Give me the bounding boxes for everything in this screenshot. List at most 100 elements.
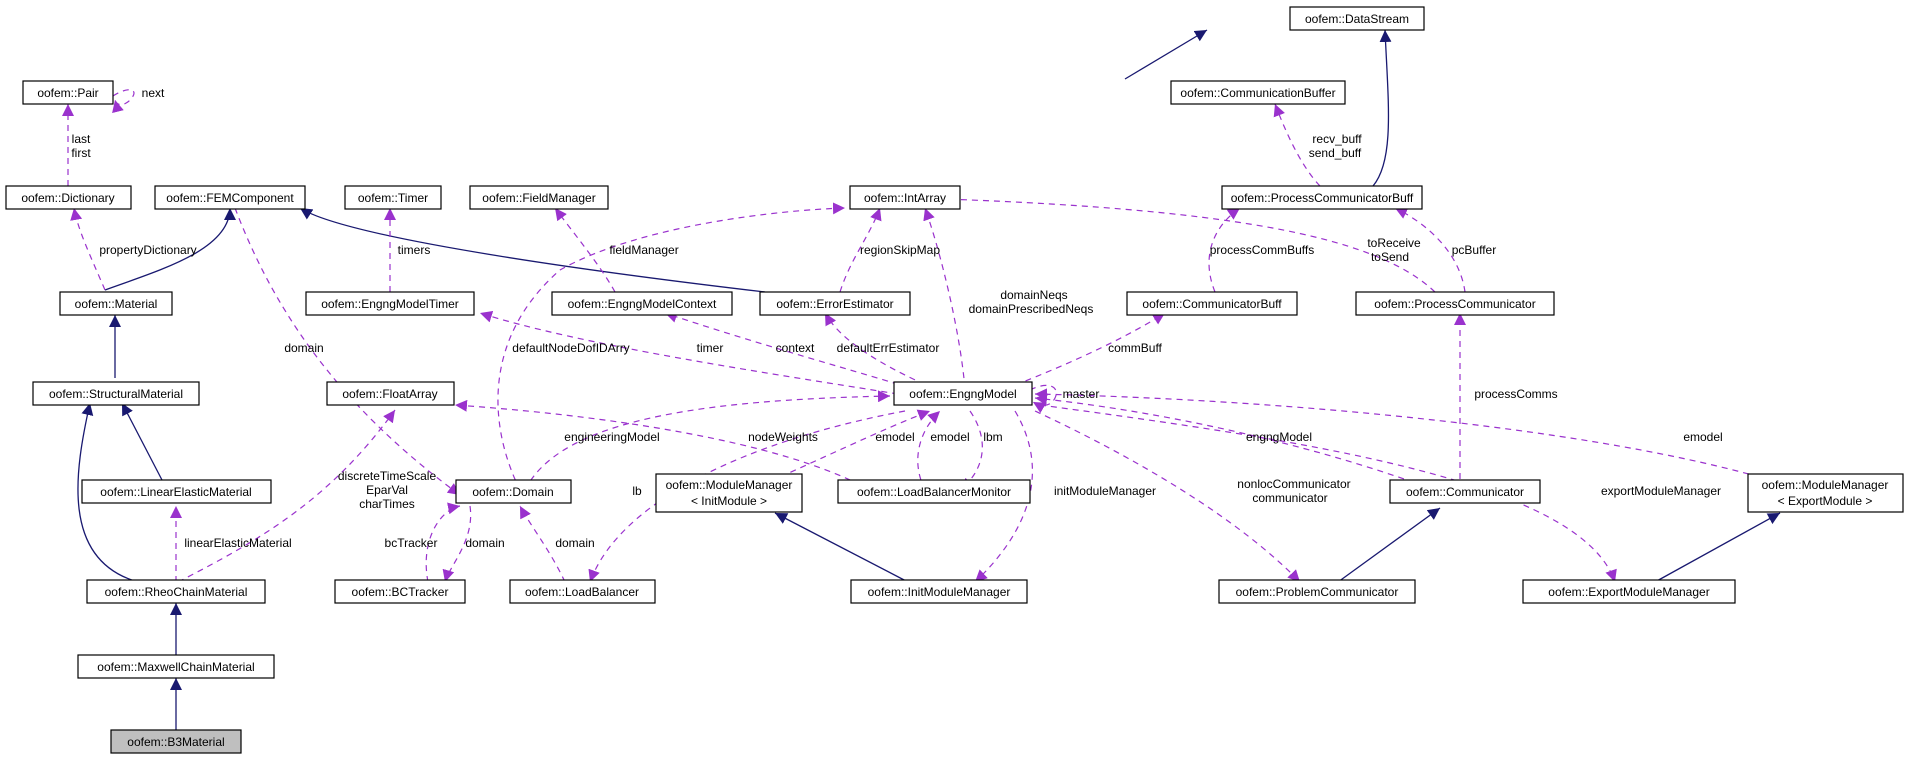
- label-export-module-manager: exportModuleManager: [1601, 484, 1721, 498]
- svg-text:oofem::RheoChainMaterial: oofem::RheoChainMaterial: [105, 585, 248, 599]
- node-domain[interactable]: oofem::Domain: [455, 479, 572, 504]
- label-timers: timers: [398, 243, 431, 257]
- node-fieldmanager[interactable]: oofem::FieldManager: [469, 185, 609, 210]
- label-discrete-time-scale: discreteTimeScale: [338, 469, 437, 483]
- svg-text:oofem::IntArray: oofem::IntArray: [864, 191, 946, 205]
- node-loadbalancermonitor[interactable]: oofem::LoadBalancerMonitor: [837, 479, 1031, 504]
- label-to-send: toSend: [1371, 250, 1409, 264]
- edge-exportmm-to-modulemanager: [1654, 512, 1781, 583]
- node-intarray[interactable]: oofem::IntArray: [849, 185, 961, 210]
- label-to-receive: toReceive: [1367, 236, 1421, 250]
- edge-domain-to-engng: [524, 390, 891, 491]
- node-problemcommunicator[interactable]: oofem::ProblemCommunicator: [1218, 579, 1416, 604]
- edge-labels: next last first propertyDictionary timer…: [71, 86, 1722, 550]
- svg-text:oofem::B3Material: oofem::B3Material: [127, 735, 224, 749]
- label-comm-buff: commBuff: [1108, 341, 1162, 355]
- node-engngmodeltimer[interactable]: oofem::EngngModelTimer: [305, 291, 475, 316]
- edge-pair-next: [112, 89, 135, 114]
- svg-text:oofem::FloatArray: oofem::FloatArray: [342, 387, 437, 401]
- node-floatarray[interactable]: oofem::FloatArray: [326, 381, 455, 406]
- svg-text:oofem::BCTracker: oofem::BCTracker: [352, 585, 449, 599]
- label-field-manager: fieldManager: [609, 243, 678, 257]
- svg-text:oofem::CommunicatorBuff: oofem::CommunicatorBuff: [1142, 297, 1282, 311]
- label-lb: lb: [632, 484, 642, 498]
- edge-processcomm-to-intarray: [944, 193, 1436, 293]
- node-femcomponent[interactable]: oofem::FEMComponent: [154, 185, 306, 210]
- node-exportmodulemanager[interactable]: oofem::ExportModuleManager: [1522, 579, 1736, 604]
- svg-text:oofem::Dictionary: oofem::Dictionary: [21, 191, 114, 205]
- node-material[interactable]: oofem::Material: [59, 291, 173, 316]
- svg-text:oofem::EngngModel: oofem::EngngModel: [909, 387, 1016, 401]
- label-last: last: [72, 132, 91, 146]
- node-initmodulemanager[interactable]: oofem::InitModuleManager: [850, 579, 1028, 604]
- edge-material-to-femcomponent: [104, 207, 236, 291]
- edge-exportmmtpl-to-engng: [1034, 388, 1771, 481]
- label-process-comms: processComms: [1474, 387, 1557, 401]
- node-linearelasticmaterial[interactable]: oofem::LinearElasticMaterial: [81, 479, 272, 504]
- label-domain-lb: domain: [555, 536, 594, 550]
- edge-domain-to-intarray: [497, 202, 846, 491]
- node-b3material[interactable]: oofem::B3Material: [110, 729, 242, 754]
- edge-rheochain-to-structural: [77, 402, 139, 583]
- node-engngmodelcontext[interactable]: oofem::EngngModelContext: [551, 291, 733, 316]
- edge-commbuffer-to-datastream: [1124, 29, 1208, 80]
- label-master: master: [1063, 387, 1100, 401]
- edge-communicatorbuff-to-pcbuff: [1208, 207, 1241, 293]
- label-engng-model: engngModel: [1246, 430, 1312, 444]
- svg-text:oofem::InitModuleManager: oofem::InitModuleManager: [868, 585, 1011, 599]
- edge-bctracker-to-domain: [425, 502, 461, 583]
- edge-linelastic-to-structural: [121, 402, 163, 481]
- node-datastream[interactable]: oofem::DataStream: [1289, 6, 1425, 31]
- edge-processcommbuff-to-datastream: [1372, 29, 1392, 187]
- label-first: first: [71, 146, 91, 160]
- edge-engng-to-problemcomm: [1034, 410, 1301, 583]
- label-char-times: charTimes: [359, 497, 415, 511]
- label-send-buff: send_buff: [1309, 146, 1362, 160]
- edge-material-to-dictionary: [70, 207, 106, 291]
- edge-engng-to-lbm: [959, 410, 983, 491]
- node-errorestimator[interactable]: oofem::ErrorEstimator: [759, 291, 911, 316]
- edge-rheochain-to-floatarray: [177, 409, 396, 583]
- node-rheochainmaterial[interactable]: oofem::RheoChainMaterial: [86, 579, 266, 604]
- label-node-weights: nodeWeights: [748, 430, 818, 444]
- nodes: oofem::DataStream oofem::CommunicationBu…: [5, 6, 1904, 754]
- node-communicator[interactable]: oofem::Communicator: [1389, 479, 1541, 504]
- node-modulemanager-initmodule[interactable]: oofem::ModuleManager < InitModule >: [655, 473, 803, 513]
- node-bctracker[interactable]: oofem::BCTracker: [334, 579, 466, 604]
- svg-text:oofem::ProcessCommunicator: oofem::ProcessCommunicator: [1374, 297, 1535, 311]
- node-pair[interactable]: oofem::Pair: [22, 80, 114, 105]
- svg-text:oofem::Material: oofem::Material: [75, 297, 158, 311]
- edge-initmm-to-modulemanager: [774, 512, 909, 583]
- svg-text:oofem::ExportModuleManager: oofem::ExportModuleManager: [1548, 585, 1709, 599]
- label-domain-bct: domain: [465, 536, 504, 550]
- node-maxwellchainmaterial[interactable]: oofem::MaxwellChainMaterial: [77, 654, 275, 679]
- node-communicationbuffer[interactable]: oofem::CommunicationBuffer: [1170, 80, 1346, 105]
- label-emodel-lbm: emodel: [930, 430, 969, 444]
- node-communicatorbuff[interactable]: oofem::CommunicatorBuff: [1126, 291, 1298, 316]
- svg-text:oofem::ModuleManager: oofem::ModuleManager: [666, 478, 793, 492]
- edge-lbm-to-floatarray: [454, 399, 871, 491]
- label-bc-tracker: bcTracker: [385, 536, 438, 550]
- node-dictionary[interactable]: oofem::Dictionary: [5, 185, 132, 210]
- edge-processcommbuff-to-commbuffer: [1273, 103, 1321, 187]
- label-domain-prescribed-neqs: domainPrescribedNeqs: [969, 302, 1094, 316]
- label-emodel-export: emodel: [1683, 430, 1722, 444]
- node-processcommunicator[interactable]: oofem::ProcessCommunicator: [1355, 291, 1555, 316]
- svg-text:oofem::ProblemCommunicator: oofem::ProblemCommunicator: [1236, 585, 1399, 599]
- label-default-err-estimator: defaultErrEstimator: [837, 341, 940, 355]
- edge-errorestimator-to-femcomponent: [299, 207, 766, 293]
- node-modulemanager-exportmodule[interactable]: oofem::ModuleManager < ExportModule >: [1747, 473, 1904, 513]
- node-engngmodel[interactable]: oofem::EngngModel: [893, 381, 1033, 406]
- svg-text:oofem::LinearElasticMaterial: oofem::LinearElasticMaterial: [100, 485, 251, 499]
- node-processcommunicatorbuff[interactable]: oofem::ProcessCommunicatorBuff: [1221, 185, 1423, 210]
- edge-domain-to-bctracker: [442, 505, 472, 583]
- edge-fem-to-domain: [234, 207, 461, 496]
- label-domain-neqs: domainNeqs: [1000, 288, 1067, 302]
- edge-communicator-to-engng: [1034, 393, 1436, 491]
- svg-text:< InitModule >: < InitModule >: [691, 494, 767, 508]
- node-loadbalancer[interactable]: oofem::LoadBalancer: [509, 579, 656, 604]
- node-structuralmaterial[interactable]: oofem::StructuralMaterial: [32, 381, 200, 406]
- node-timer[interactable]: oofem::Timer: [344, 185, 442, 210]
- label-linear-elastic-material: linearElasticMaterial: [184, 536, 291, 550]
- svg-text:oofem::Pair: oofem::Pair: [37, 86, 98, 100]
